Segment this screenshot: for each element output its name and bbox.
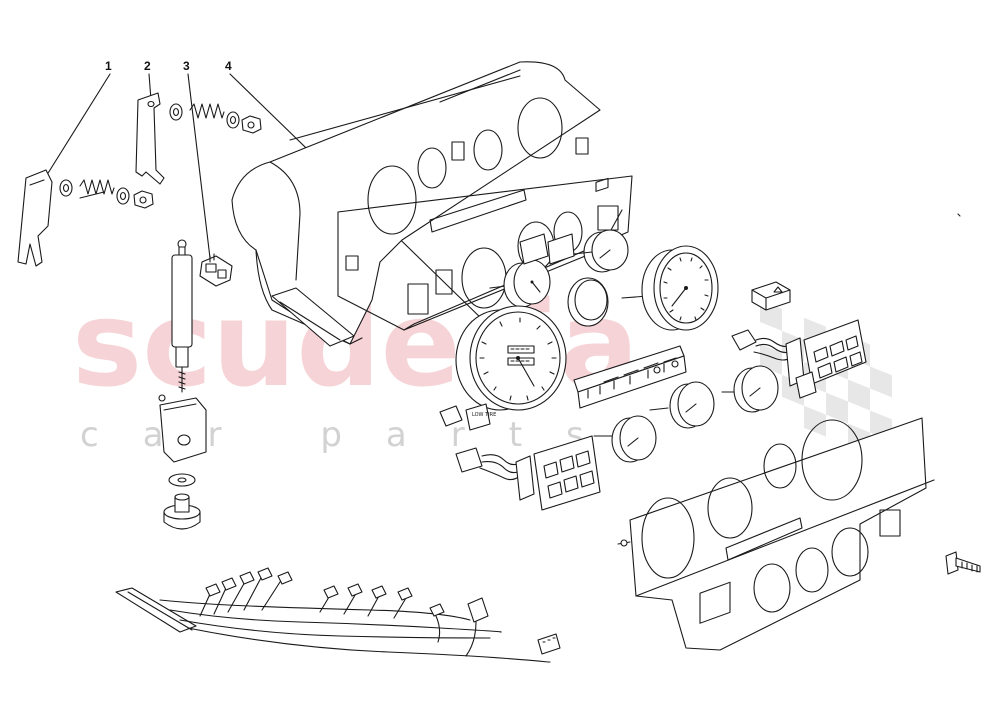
screw [945,551,981,575]
small-gauge-3 [649,381,715,429]
stray-mark [957,213,961,217]
leader-line-1 [44,73,111,179]
callouts: 1 2 3 4 [44,59,486,323]
leader-line-3 [187,73,211,259]
warning-light-cluster-left: LOW TIRE [439,403,601,511]
warning-light-strip [573,177,687,409]
hazard-switch [751,281,791,311]
callout-4: 4 [225,59,232,73]
low-tire-label: LOW TIRE [472,412,496,418]
gauge-bezel-ring [567,277,609,327]
callout-2: 2 [144,59,151,73]
small-gauge-1 [489,259,551,308]
connector-part-3 [199,253,233,287]
small-gauge-5 [593,415,657,463]
wiring-harness [115,567,561,663]
gas-strut-assembly [158,239,207,530]
bracket-part-1 [17,169,154,267]
instrument-panel-frame [617,417,935,651]
tachometer-gauge [621,245,719,331]
warning-light-cluster-right [731,319,867,399]
small-gauge-2 [519,229,629,273]
bracket-part-2 [135,92,262,185]
speedometer-gauge [455,305,567,411]
small-gauge-4 [721,365,779,413]
callout-3: 3 [183,59,190,73]
callout-1: 1 [105,59,112,73]
